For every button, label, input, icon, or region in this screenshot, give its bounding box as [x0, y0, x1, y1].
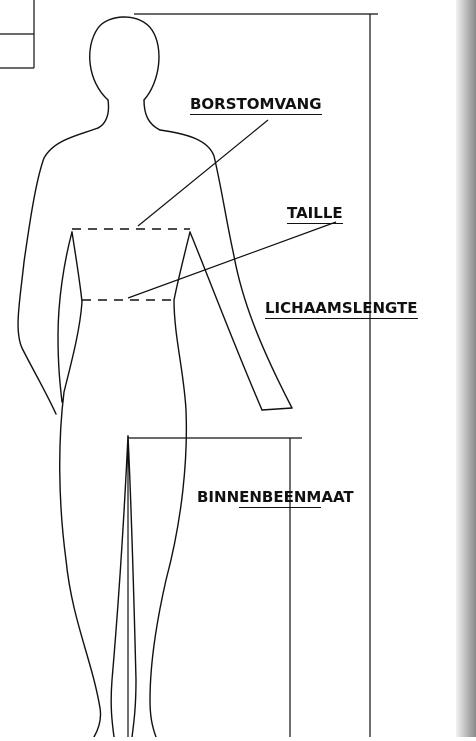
inseam-label: BINNENBEENMAAT — [197, 488, 354, 506]
torso-right — [150, 232, 190, 737]
chest-label: BORSTOMVANG — [190, 95, 322, 115]
body-outline — [18, 17, 292, 737]
right-hand — [262, 408, 292, 410]
waist-leader — [128, 222, 336, 298]
left-arm-inner — [58, 232, 72, 402]
inner-leg-left — [111, 436, 128, 737]
inseam-label-end: AAT — [321, 488, 353, 506]
measure-dashes — [72, 229, 190, 300]
inseam-label-underlined: ENBEENM — [239, 488, 321, 508]
torso-left — [60, 232, 101, 737]
neck-left — [98, 100, 109, 128]
left-arm-outer — [18, 128, 98, 414]
body-length-label: LICHAAMSLENGTE — [265, 299, 418, 319]
right-arm-inner — [190, 232, 262, 410]
body-length-measure — [134, 14, 378, 737]
inseam-label-start: BINN — [197, 488, 239, 506]
head-outline — [90, 17, 159, 100]
scroll-edge-bar — [456, 0, 476, 737]
chest-leader — [138, 120, 268, 226]
right-arm-outer — [160, 130, 292, 408]
table-fragment — [0, 0, 34, 68]
neck-right — [144, 100, 160, 130]
waist-label: TAILLE — [287, 204, 343, 224]
inner-leg-right — [128, 436, 136, 737]
inseam-measure — [128, 438, 302, 737]
